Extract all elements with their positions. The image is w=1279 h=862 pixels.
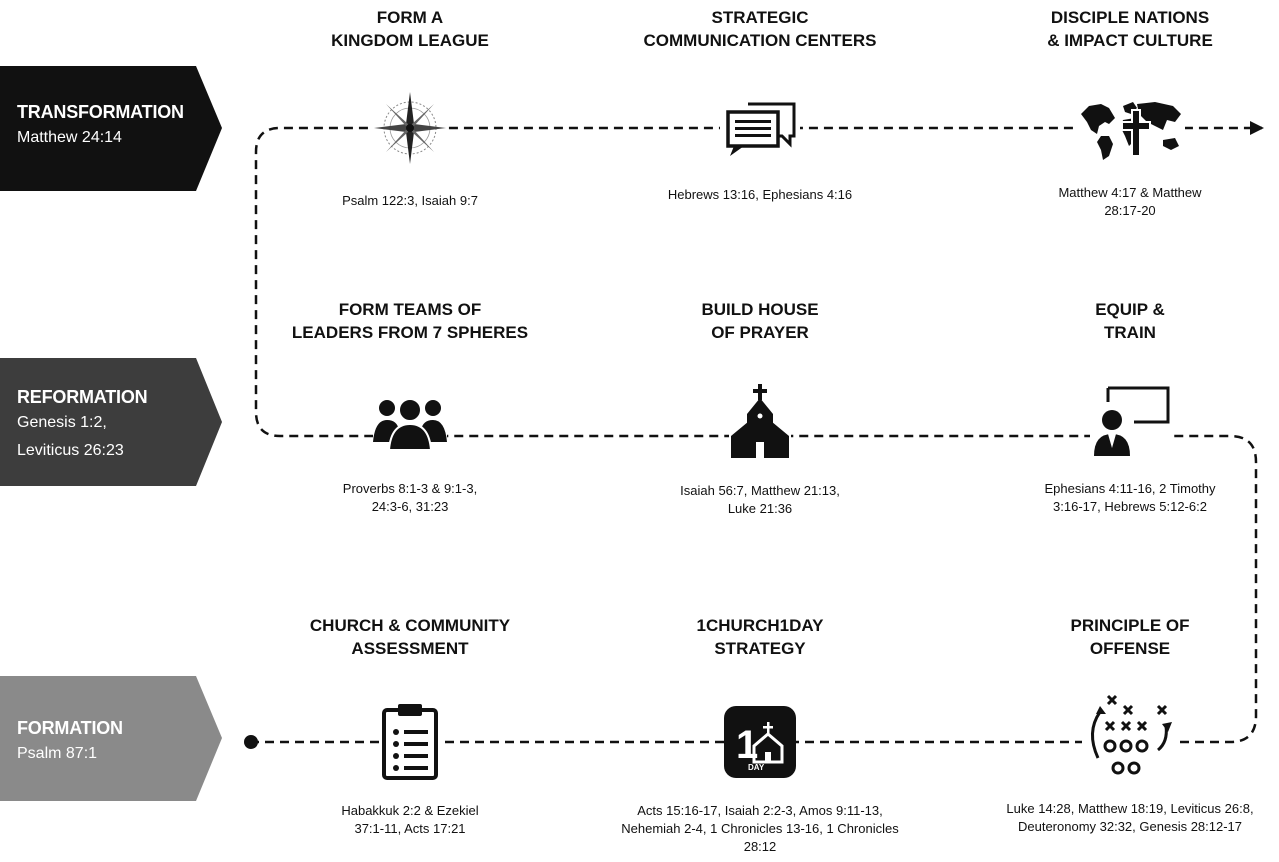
node-house-of-prayer: BUILD HOUSE OF PRAYER Isaiah 56:7, Matth… (610, 298, 910, 516)
stage-verse: Genesis 1:2, Leviticus 26:23 (17, 414, 124, 459)
node-title: FORM TEAMS OF LEADERS FROM 7 SPHERES (291, 300, 529, 342)
node-reference: Matthew 4:17 & Matthew 28:17-20 (1058, 185, 1202, 218)
node-equip-train: EQUIP & TRAIN Ephesians 4:11-16, 2 Timot… (980, 298, 1279, 514)
node-assessment: CHURCH & COMMUNITY ASSESSMENT Habakkuk 2… (260, 614, 560, 836)
node-1church1day: 1CHURCH1DAY STRATEGY 1 DAY Acts 15:16-17… (610, 614, 910, 854)
node-form-teams: FORM TEAMS OF LEADERS FROM 7 SPHERES Pro… (260, 298, 560, 514)
teacher-board-icon (1090, 386, 1170, 456)
one-church-one-day-logo-icon: 1 DAY (724, 706, 796, 778)
stage-title: REFORMATION (17, 387, 148, 407)
node-title: EQUIP & TRAIN (1095, 300, 1165, 342)
compass-rose-icon (372, 90, 448, 166)
node-kingdom-league: FORM A KINGDOM LEAGUE Psalm 122:3, Isaia… (260, 6, 560, 208)
stage-verse: Psalm 87:1 (17, 745, 98, 762)
stage-banner-reformation: REFORMATION Genesis 1:2, Leviticus 26:23 (0, 358, 222, 486)
node-reference: Ephesians 4:11-16, 2 Timothy 3:16-17, He… (1044, 481, 1216, 514)
stage-title: FORMATION (17, 718, 123, 738)
node-title: FORM A KINGDOM LEAGUE (331, 8, 489, 50)
stage-title: TRANSFORMATION (17, 102, 184, 122)
node-disciple-nations: DISCIPLE NATIONS & IMPACT CULTURE Matthe… (980, 6, 1279, 218)
node-title: 1CHURCH1DAY STRATEGY (696, 616, 824, 658)
node-communication-centers: STRATEGIC COMMUNICATION CENTERS Hebrews … (610, 6, 910, 202)
node-reference: Habakkuk 2:2 & Ezekiel 37:1-11, Acts 17:… (341, 803, 479, 836)
stage-verse: Matthew 24:14 (17, 129, 122, 146)
node-title: STRATEGIC COMMUNICATION CENTERS (643, 8, 877, 50)
start-dot (244, 735, 258, 749)
world-map-cross-icon (1075, 96, 1185, 164)
stage-banner-formation: FORMATION Psalm 87:1 (0, 676, 222, 801)
node-reference: Acts 15:16-17, Isaiah 2:2-3, Amos 9:11-1… (621, 803, 899, 854)
node-title: DISCIPLE NATIONS & IMPACT CULTURE (1047, 8, 1213, 50)
node-reference: Luke 14:28, Matthew 18:19, Leviticus 26:… (1006, 801, 1254, 834)
node-principle-of-offense: PRINCIPLE OF OFFENSE (980, 614, 1279, 834)
node-reference: Psalm 122:3, Isaiah 9:7 (342, 193, 478, 208)
play-diagram-icon (1082, 692, 1178, 786)
clipboard-checklist-icon (380, 702, 440, 780)
node-reference: Proverbs 8:1-3 & 9:1-3, 24:3-6, 31:23 (342, 481, 478, 514)
logo-day: DAY (748, 763, 765, 772)
node-title: PRINCIPLE OF OFFENSE (1070, 616, 1190, 658)
node-title: BUILD HOUSE OF PRAYER (701, 300, 819, 342)
node-title: CHURCH & COMMUNITY ASSESSMENT (309, 616, 511, 658)
team-people-icon (373, 394, 447, 450)
node-reference: Hebrews 13:16, Ephesians 4:16 (667, 187, 853, 202)
church-building-icon (729, 382, 791, 458)
chat-bubbles-icon (720, 100, 800, 160)
stage-banner-transformation: TRANSFORMATION Matthew 24:14 (0, 66, 222, 191)
node-reference: Isaiah 56:7, Matthew 21:13, Luke 21:36 (680, 483, 840, 516)
